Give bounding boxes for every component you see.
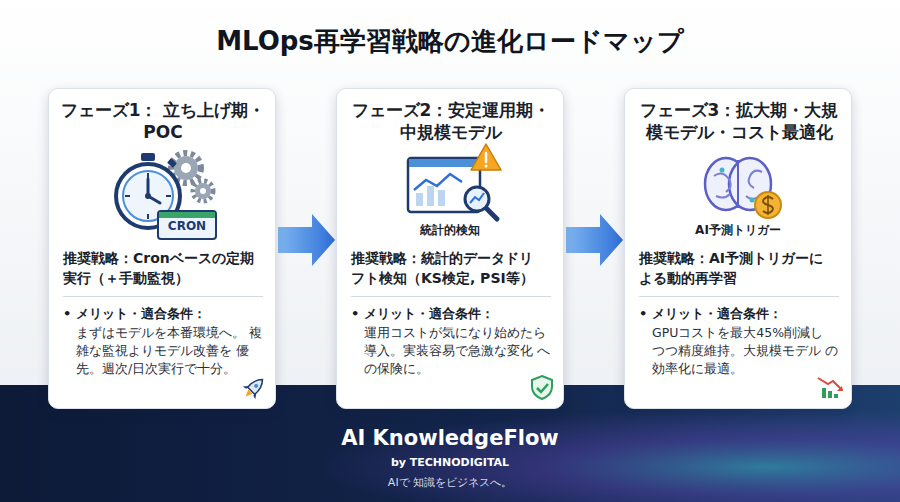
gear-icon xyxy=(174,156,198,180)
warning-icon xyxy=(485,165,488,168)
chart-monitor-icon xyxy=(427,186,434,206)
icon-label: AI予測トリガー xyxy=(668,222,808,239)
magnifier-icon xyxy=(486,208,497,219)
shield-icon xyxy=(532,376,552,399)
brand-sub: by TECHNODIGITAL xyxy=(250,456,650,469)
stopwatch-icon xyxy=(141,153,155,161)
stopwatch-icon xyxy=(148,196,160,203)
cost-down-chart-icon xyxy=(837,386,843,391)
brand-slogan: AIで 知識をビジネスへ。 xyxy=(250,475,650,490)
merit-heading: • メリット・適合条件： xyxy=(351,296,551,323)
coin-icon xyxy=(755,192,781,218)
rocket-icon xyxy=(243,383,259,399)
brain-icon xyxy=(705,158,747,210)
strategy-text: 推奨戦略：統計的データドリ フト検知（KS検定, PSI等） xyxy=(351,249,551,288)
phase-card: フェーズ1： 立ち上げ期・POC 推奨戦略：Cronベースの定期 実行（＋手動監視… xyxy=(48,88,276,409)
chart-monitor-icon xyxy=(408,158,480,212)
magnifier-icon xyxy=(465,187,489,211)
warning-icon xyxy=(485,153,488,162)
brain-icon xyxy=(729,158,771,210)
rocket-icon xyxy=(239,373,269,403)
stopwatch-icon xyxy=(123,171,173,221)
cron-window xyxy=(158,211,216,239)
coin-icon xyxy=(755,192,781,218)
stopwatch-icon xyxy=(145,193,151,199)
coin-icon xyxy=(767,195,769,215)
icon-label: 統計的検知 xyxy=(390,222,510,239)
chart-monitor-icon xyxy=(408,158,480,212)
merit-heading: • メリット・適合条件： xyxy=(63,296,263,323)
chart-monitor-icon xyxy=(414,174,462,190)
phase-card: フェーズ3：拡大期・大規 模モデル・コスト最適化推奨戦略：AI予測トリガーに よ… xyxy=(624,88,852,409)
stopwatch-icon xyxy=(167,158,177,168)
phase-card: フェーズ2：安定運用期・ 中規模モデル推奨戦略：統計的データドリ フト検知（KS… xyxy=(336,88,564,409)
merit-body: 運用コストが気になり始めたら 導入。実装容易で急激な変化 への保険に。 xyxy=(351,324,551,378)
warning-icon xyxy=(471,144,501,170)
brain-icon xyxy=(737,160,739,208)
rocket-icon xyxy=(243,389,252,398)
strategy-text: 推奨戦略：AI予測トリガーに よる動的再学習 xyxy=(639,249,839,288)
brain-icon xyxy=(746,171,762,199)
cron-window xyxy=(159,212,215,218)
rocket-icon xyxy=(253,383,259,389)
stopwatch-icon xyxy=(116,153,180,228)
magnifier-icon xyxy=(465,187,497,219)
flow-arrow xyxy=(566,214,623,266)
brain-icon xyxy=(705,158,771,210)
chart-monitor-icon xyxy=(409,159,479,167)
flow-arrow xyxy=(278,214,335,266)
stopwatch-icon xyxy=(147,179,150,196)
rocket-icon xyxy=(248,376,267,395)
merit-body: まずはモデルを本番環境へ。 複雑な監視よりモデル改善を 優先。週次/日次実行で十… xyxy=(63,324,263,378)
stopwatch-icon xyxy=(147,214,149,219)
merit-body: GPUコストを最大45%削減し つつ精度維持。大規模モデル の効率化に最適。 xyxy=(639,324,839,378)
gear-icon xyxy=(171,153,213,201)
cost-down-chart-icon xyxy=(834,394,838,398)
brand-name: AI KnowledgeFlow xyxy=(250,426,650,450)
brain-icon xyxy=(714,173,731,197)
phase-heading: フェーズ2：安定運用期・ 中規模モデル xyxy=(347,99,555,143)
phase-heading: フェーズ3：拡大期・大規 模モデル・コスト最適化 xyxy=(635,99,843,143)
chart-monitor-icon xyxy=(438,190,445,206)
gear-icon xyxy=(171,153,201,183)
merit-heading: • メリット・適合条件： xyxy=(639,296,839,323)
coin-icon xyxy=(763,197,773,213)
phase-heading: フェーズ1： 立ち上げ期・POC xyxy=(59,99,267,143)
cost-down-chart-icon xyxy=(818,378,842,390)
magnifier-icon xyxy=(470,193,484,203)
stopwatch-icon xyxy=(147,173,149,178)
stopwatch-icon xyxy=(116,164,180,228)
shield-icon xyxy=(532,376,552,399)
cron-window xyxy=(158,211,216,239)
cost-down-chart-icon xyxy=(822,388,826,398)
cost-down-chart-icon xyxy=(828,391,832,398)
brain-icon xyxy=(750,198,755,203)
cost-down-chart-icon xyxy=(818,378,843,398)
brain-icon xyxy=(720,168,725,173)
gear-icon xyxy=(200,188,206,194)
gear-icon xyxy=(195,183,211,199)
icon-label: CRON xyxy=(158,219,216,233)
gear-icon xyxy=(181,163,191,173)
gear-icon xyxy=(193,181,213,201)
chart-monitor-icon xyxy=(416,193,423,206)
shield-icon xyxy=(537,384,548,392)
strategy-text: 推奨戦略：Cronベースの定期 実行（＋手動監視） xyxy=(63,249,263,288)
stopwatch-icon xyxy=(166,195,171,197)
warning-icon xyxy=(471,144,501,170)
stopwatch-icon xyxy=(125,195,130,197)
diagram-title: MLOps再学習戦略の進化ロードマップ xyxy=(0,24,900,59)
